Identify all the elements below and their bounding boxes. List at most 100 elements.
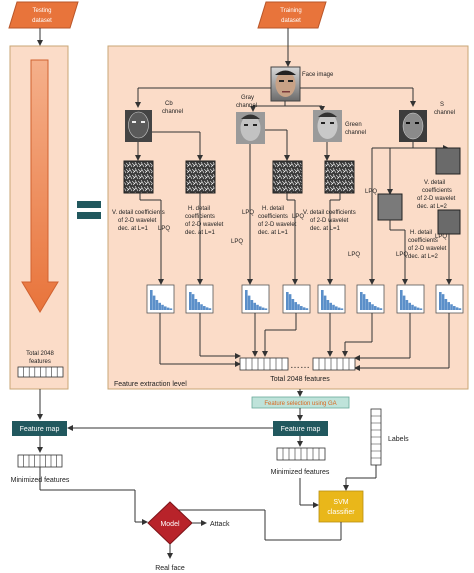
svg-text:Model: Model [160,521,180,528]
svg-text:of 2-D wavelet: of 2-D wavelet [408,246,447,252]
svg-text:Feature map: Feature map [20,426,60,433]
wavelet-image-v1b [324,160,355,194]
face-branch-lines [135,87,416,112]
svg-text:dec. at L=1: dec. at L=1 [118,226,149,232]
wavelet-label-h1b: H. detail coefficients of 2-D wavelet de… [258,206,297,236]
svg-text:H. detail: H. detail [188,206,210,212]
feature-extraction-panel [107,45,469,390]
svg-text:SVM: SVM [333,499,348,506]
equals-top [77,201,101,208]
combined-feature-vector: …… [239,357,356,371]
left-total-label-2: features [29,359,51,365]
testing-flow-arrow [21,59,59,313]
svg-text:coefficients: coefficients [422,188,452,194]
svg-text:V. detail coefficients: V. detail coefficients [112,210,165,216]
testing-dataset-label-2: dataset [32,18,52,24]
lpq-histogram-icon [282,284,311,314]
lpq-label-5: LPQ [348,252,360,258]
svg-text:of 2-D wavelet: of 2-D wavelet [258,222,297,228]
svg-text:of 2-D wavelet: of 2-D wavelet [185,222,224,228]
svg-text:V. detail coefficients: V. detail coefficients [303,210,356,216]
cb-label-1: Cb [165,101,173,107]
s-label-2: channel [434,110,455,116]
wavelet-image-h1b [272,160,303,194]
face-image-label: Face image [302,72,334,78]
channel-to-wavelet-arrows [135,129,448,285]
wavelet-image-v2 [377,193,403,221]
green-label-2: channel [345,130,366,136]
feature-extraction-label: Feature extraction level [114,381,187,388]
histogram-layer [146,284,464,314]
equals-bottom [77,212,101,219]
testing-dataset-node: Testing dataset [8,1,79,29]
training-dataset-node: Training dataset [257,1,327,29]
wavelet-label-h2: H. detail coefficients of 2-D wavelet de… [408,230,447,260]
gray-label-2: channel [236,103,257,109]
feature-map-right: Feature map [273,421,328,436]
svg-text:dec. at L=2: dec. at L=2 [408,254,439,260]
left-minimized-vector [17,454,63,468]
lpq-histogram-icon [185,284,214,314]
lpq-label-8: LPQ [435,234,447,240]
wavelet-label-v2: V. detail coefficients of 2-D wavelet de… [417,180,456,210]
svm-input-arrows [299,465,377,508]
gray-channel-image [236,112,265,144]
hist-to-vector-lines [159,313,450,371]
wavelet-label-v1b: V. detail coefficients of 2-D wavelet de… [303,210,356,232]
wavelet-image-h1 [185,160,216,194]
lpq-label-4: LPQ [292,214,304,220]
lpq-label-3: LPQ [242,210,254,216]
cb-channel-image [125,110,152,142]
left-feature-vector [17,366,64,378]
svg-text:H. detail: H. detail [410,230,432,236]
feature-map-left: Feature map [12,421,67,436]
face-image [270,66,301,102]
lpq-label-2: LPQ [231,239,243,245]
svg-text:dec. at L=1: dec. at L=1 [258,230,289,236]
svg-text:coefficients: coefficients [258,214,288,220]
s-label-1: S [440,102,444,108]
attack-label: Attack [210,521,230,528]
svg-text:Feature selection using GA: Feature selection using GA [264,401,336,407]
svg-text:V. detail: V. detail [424,180,445,186]
wavelet-image-s-l1 [435,147,461,175]
svm-classifier-box: SVM classifier [318,490,364,523]
svg-text:……: …… [290,360,310,371]
left-total-label-1: Total 2048 [26,351,54,357]
svg-text:of 2-D wavelet: of 2-D wavelet [310,218,349,224]
svg-text:of 2-D wavelet: of 2-D wavelet [417,196,456,202]
labels-text: Labels [388,436,409,443]
wavelet-to-hist-arrows [139,193,452,285]
wavelet-image-h2 [437,209,461,235]
labels-vector [370,408,382,466]
lpq-label-6: LPQ [365,189,377,195]
green-channel-image [313,110,342,142]
lpq-histogram-icon [241,284,270,314]
svg-text:of 2-D wavelet: of 2-D wavelet [118,218,157,224]
svg-text:coefficients: coefficients [408,238,438,244]
lpq-histogram-icon [435,284,464,314]
svg-text:classifier: classifier [327,509,355,516]
gray-label-1: Gray [241,95,254,101]
green-label-1: Green [345,122,362,128]
wavelet-image-v1 [123,160,154,194]
svg-text:dec. at L=1: dec. at L=1 [310,226,341,232]
svg-text:H. detail: H. detail [262,206,284,212]
testing-dataset-label-1: Testing [32,8,51,14]
model-input-arrows [39,467,342,541]
lpq-histogram-icon [317,284,346,314]
training-dataset-label-1: Training [280,8,301,14]
s-channel-image [399,110,427,142]
right-minimized-label: Minimized features [271,469,330,476]
right-minimized-vector [276,447,326,461]
right-total-label: Total 2048 features [270,376,330,383]
model-diamond: Model [147,501,193,545]
training-dataset-label-2: dataset [281,18,301,24]
lpq-label-7: LPQ [396,252,408,258]
lpq-histogram-icon [356,284,385,314]
lpq-label-1: LPQ [158,226,170,232]
svg-text:Feature map: Feature map [281,426,321,433]
real-face-label: Real face [155,565,185,572]
